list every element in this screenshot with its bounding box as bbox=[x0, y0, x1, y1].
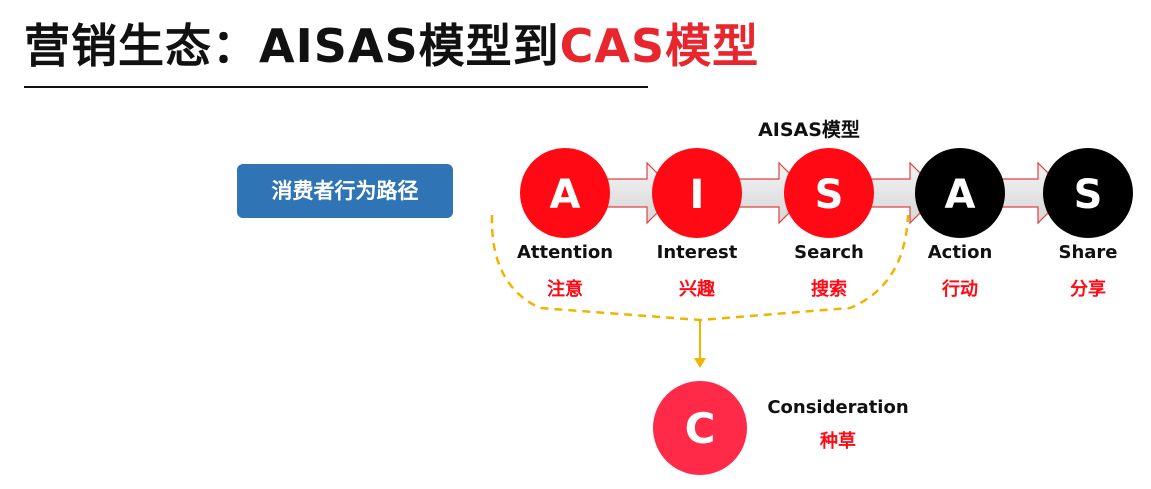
consideration-letter: C bbox=[685, 404, 716, 453]
step-en-label: Action bbox=[928, 242, 993, 263]
step-zh-label: 行动 bbox=[941, 278, 978, 300]
consideration-zh-label: 种草 bbox=[819, 430, 856, 452]
step-en-label: Interest bbox=[657, 242, 738, 263]
step-letter: I bbox=[690, 172, 705, 218]
consideration-circle bbox=[653, 381, 747, 475]
step-node: A Attention 注意 bbox=[517, 148, 613, 300]
step-node: I Interest 兴趣 bbox=[652, 148, 742, 300]
step-node: S Search 搜索 bbox=[784, 148, 874, 300]
step-en-label: Attention bbox=[517, 242, 613, 263]
step-en-label: Share bbox=[1058, 242, 1117, 263]
step-zh-label: 搜索 bbox=[811, 278, 847, 300]
page-title: 营销生态：AISAS模型到CAS模型 bbox=[24, 10, 759, 82]
title-underline bbox=[24, 86, 648, 88]
step-circle bbox=[784, 148, 874, 238]
step-zh-label: 兴趣 bbox=[679, 279, 716, 300]
down-arrow-head bbox=[694, 358, 706, 368]
step-letter: S bbox=[1074, 172, 1103, 218]
title-prefix: 营销生态：AISAS模型到 bbox=[24, 19, 560, 73]
step-letter: A bbox=[550, 172, 581, 218]
consumer-path-label: 消费者行为路径 bbox=[237, 164, 453, 218]
steps-group: A Attention 注意 I Interest 兴趣 S Search 搜索 A Action 行… bbox=[517, 148, 1133, 300]
model-label: AISAS模型 bbox=[758, 118, 860, 141]
step-letter: S bbox=[815, 172, 844, 218]
consideration-node: C Consideration 种草 bbox=[653, 381, 909, 475]
step-circle bbox=[915, 148, 1005, 238]
step-en-label: Search bbox=[794, 242, 864, 263]
step-node: S Share 分享 bbox=[1043, 148, 1133, 300]
title-highlight: CAS模型 bbox=[559, 19, 760, 73]
step-circle bbox=[1043, 148, 1133, 238]
consideration-en-label: Consideration bbox=[767, 397, 908, 418]
step-circle bbox=[520, 148, 610, 238]
step-node: A Action 行动 bbox=[915, 148, 1005, 300]
step-zh-label: 注意 bbox=[547, 278, 583, 300]
step-zh-label: 分享 bbox=[1070, 278, 1106, 300]
step-circle bbox=[652, 148, 742, 238]
step-letter: A bbox=[945, 172, 976, 218]
dashed-bracket bbox=[490, 214, 910, 322]
